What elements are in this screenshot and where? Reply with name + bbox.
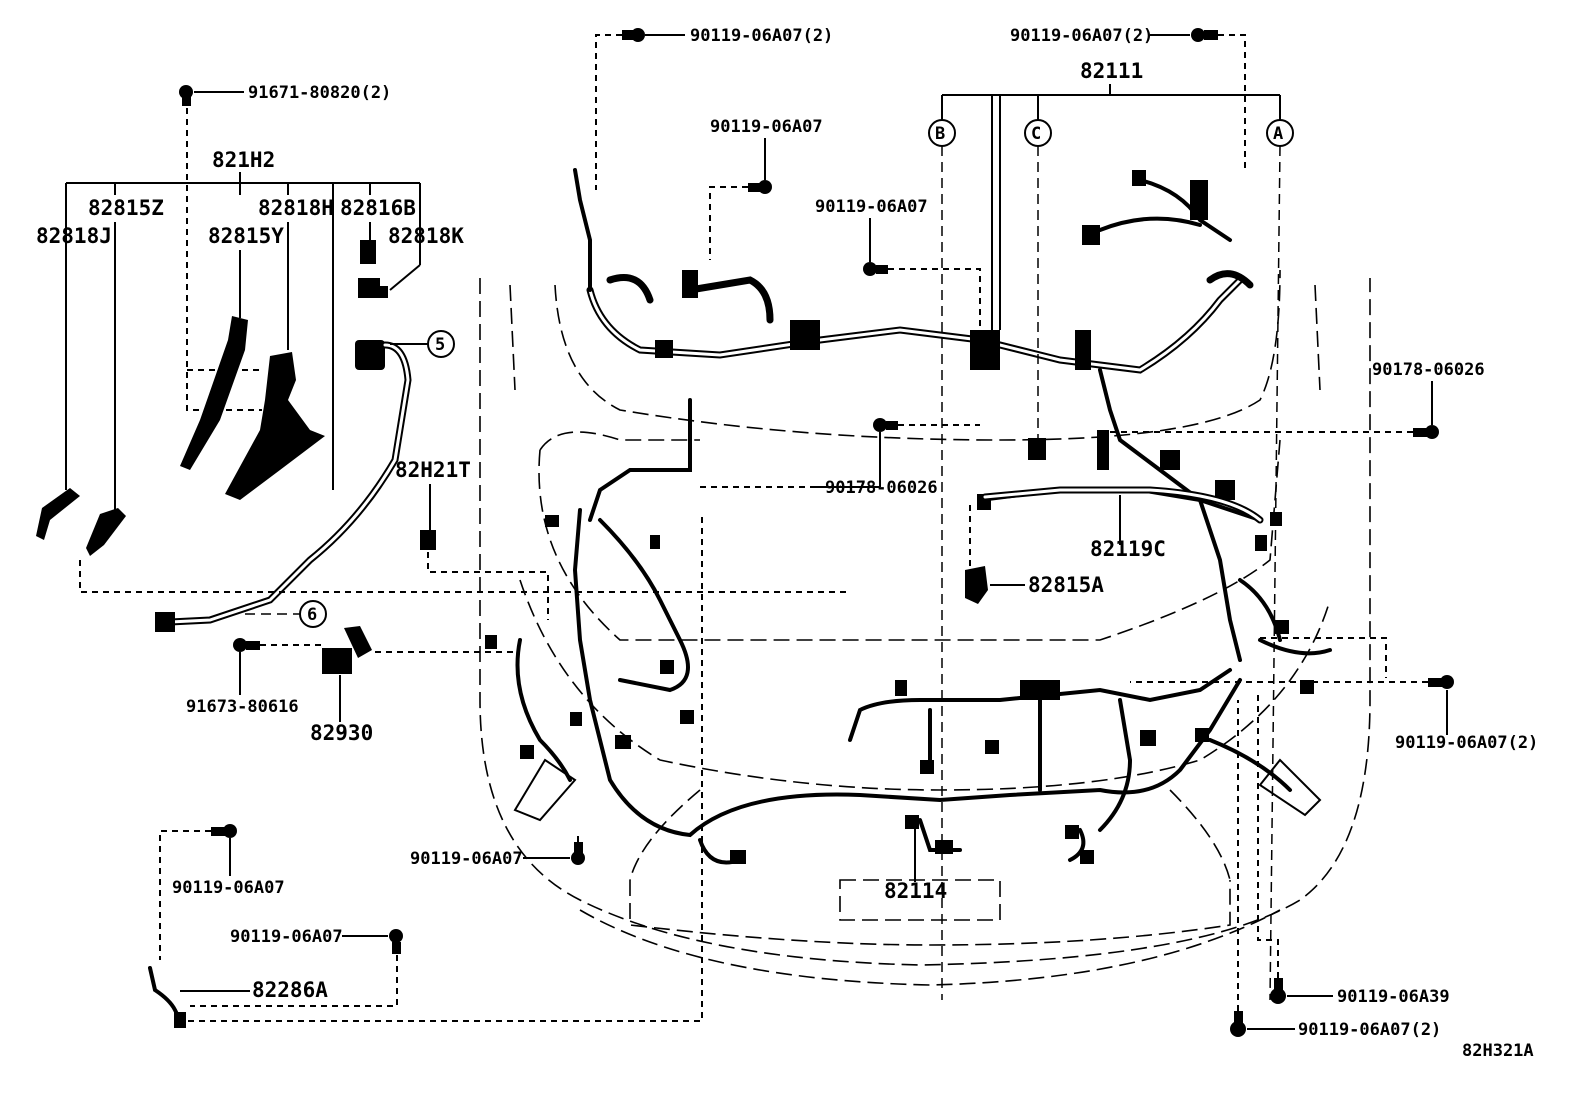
- part-label-82111: 82111: [1080, 59, 1143, 83]
- callout-5: 5: [435, 335, 445, 355]
- fastener-90119-a39: 90119-06A39: [1257, 690, 1450, 1007]
- fastener-label-left-low: 90119-06A07: [172, 878, 285, 898]
- fastener-bottom-b: 90119-06A07: [410, 835, 585, 869]
- part-label-82286A: 82286A: [252, 978, 328, 1002]
- part-label-82816B: 82816B: [340, 196, 416, 220]
- fastener-left-low: 90119-06A07: [159, 824, 285, 960]
- fastener-label-top-left: 90119-06A07(2): [690, 26, 833, 46]
- fastener-bottom-right: 90119-06A07(2): [1230, 700, 1441, 1040]
- callout-b: B: [935, 124, 945, 144]
- fastener-mid-a: 90119-06A07: [709, 117, 823, 260]
- fastener-top-left: 90119-06A07(2): [595, 26, 833, 190]
- fastener-label-91671: 91671-80820(2): [248, 83, 391, 103]
- fastener-label-mid-a: 90119-06A07: [710, 117, 823, 137]
- part-label-82815Y: 82815Y: [208, 224, 284, 248]
- part-label-82815A: 82815A: [1028, 573, 1104, 597]
- fastener-label-bottom-right: 90119-06A07(2): [1298, 1020, 1441, 1040]
- fastener-91673: 91673-80616: [186, 638, 325, 717]
- part-82286A: 82286A: [148, 515, 703, 1028]
- fastener-bottom-a: 90119-06A07: [190, 927, 403, 1007]
- part-label-82818H: 82818H: [258, 196, 334, 220]
- part-label-82818K: 82818K: [388, 224, 464, 248]
- fastener-label-top-right: 90119-06A07(2): [1010, 26, 1153, 46]
- fastener-label-bottom-a: 90119-06A07: [230, 927, 343, 947]
- part-82930: 82930: [310, 626, 520, 745]
- fastener-90178-right: 90178-06026: [1100, 360, 1485, 439]
- fastener-label-91673: 91673-80616: [186, 697, 299, 717]
- fastener-label-mid-b: 90119-06A07: [815, 197, 928, 217]
- fastener-right-mid: 90119-06A07(2): [1130, 637, 1538, 753]
- part-82815A: 82815A: [965, 500, 1104, 604]
- fastener-label-90178-mid: 90178-06026: [825, 478, 938, 498]
- figure-code: 82H321A: [1462, 1041, 1534, 1061]
- part-label-82119C: 82119C: [1090, 537, 1166, 561]
- part-82H21T: 82H21T: [395, 458, 549, 620]
- fastener-top-right: 90119-06A07(2): [1010, 26, 1246, 170]
- fastener-90178-mid: 90178-06026: [700, 418, 980, 498]
- callout-82111: 82111 B C A: [928, 59, 1294, 1001]
- callout-c: C: [1031, 124, 1041, 144]
- part-label-821H2: 821H2: [212, 148, 275, 172]
- front-brackets: [513, 758, 1322, 822]
- callout-821H2: 821H2 82815Z 82818J 82815Y 82818H 82816B…: [36, 148, 464, 510]
- part-82114: 82114: [884, 822, 947, 903]
- fastener-mid-b: 90119-06A07: [815, 197, 981, 340]
- fastener-label-right-mid: 90119-06A07(2): [1395, 733, 1538, 753]
- part-82119C: 82119C: [981, 486, 1264, 561]
- fastener-label-90178-right: 90178-06026: [1372, 360, 1485, 380]
- fastener-label-90119-a39: 90119-06A39: [1337, 987, 1450, 1007]
- fastener-label-bottom-b: 90119-06A07: [410, 849, 523, 869]
- part-label-82H21T: 82H21T: [395, 458, 471, 482]
- part-label-82114: 82114: [884, 879, 947, 903]
- left-parts: 5 6: [36, 240, 850, 632]
- callout-a: A: [1273, 124, 1283, 144]
- part-label-82818J: 82818J: [36, 224, 112, 248]
- callout-6: 6: [307, 605, 317, 625]
- part-label-82815Z: 82815Z: [88, 196, 164, 220]
- part-label-82930: 82930: [310, 721, 373, 745]
- fastener-91671: 91671-80820(2): [179, 83, 391, 411]
- vehicle-body-outline: [479, 269, 1371, 986]
- engine-room-main-harness: [515, 168, 1332, 865]
